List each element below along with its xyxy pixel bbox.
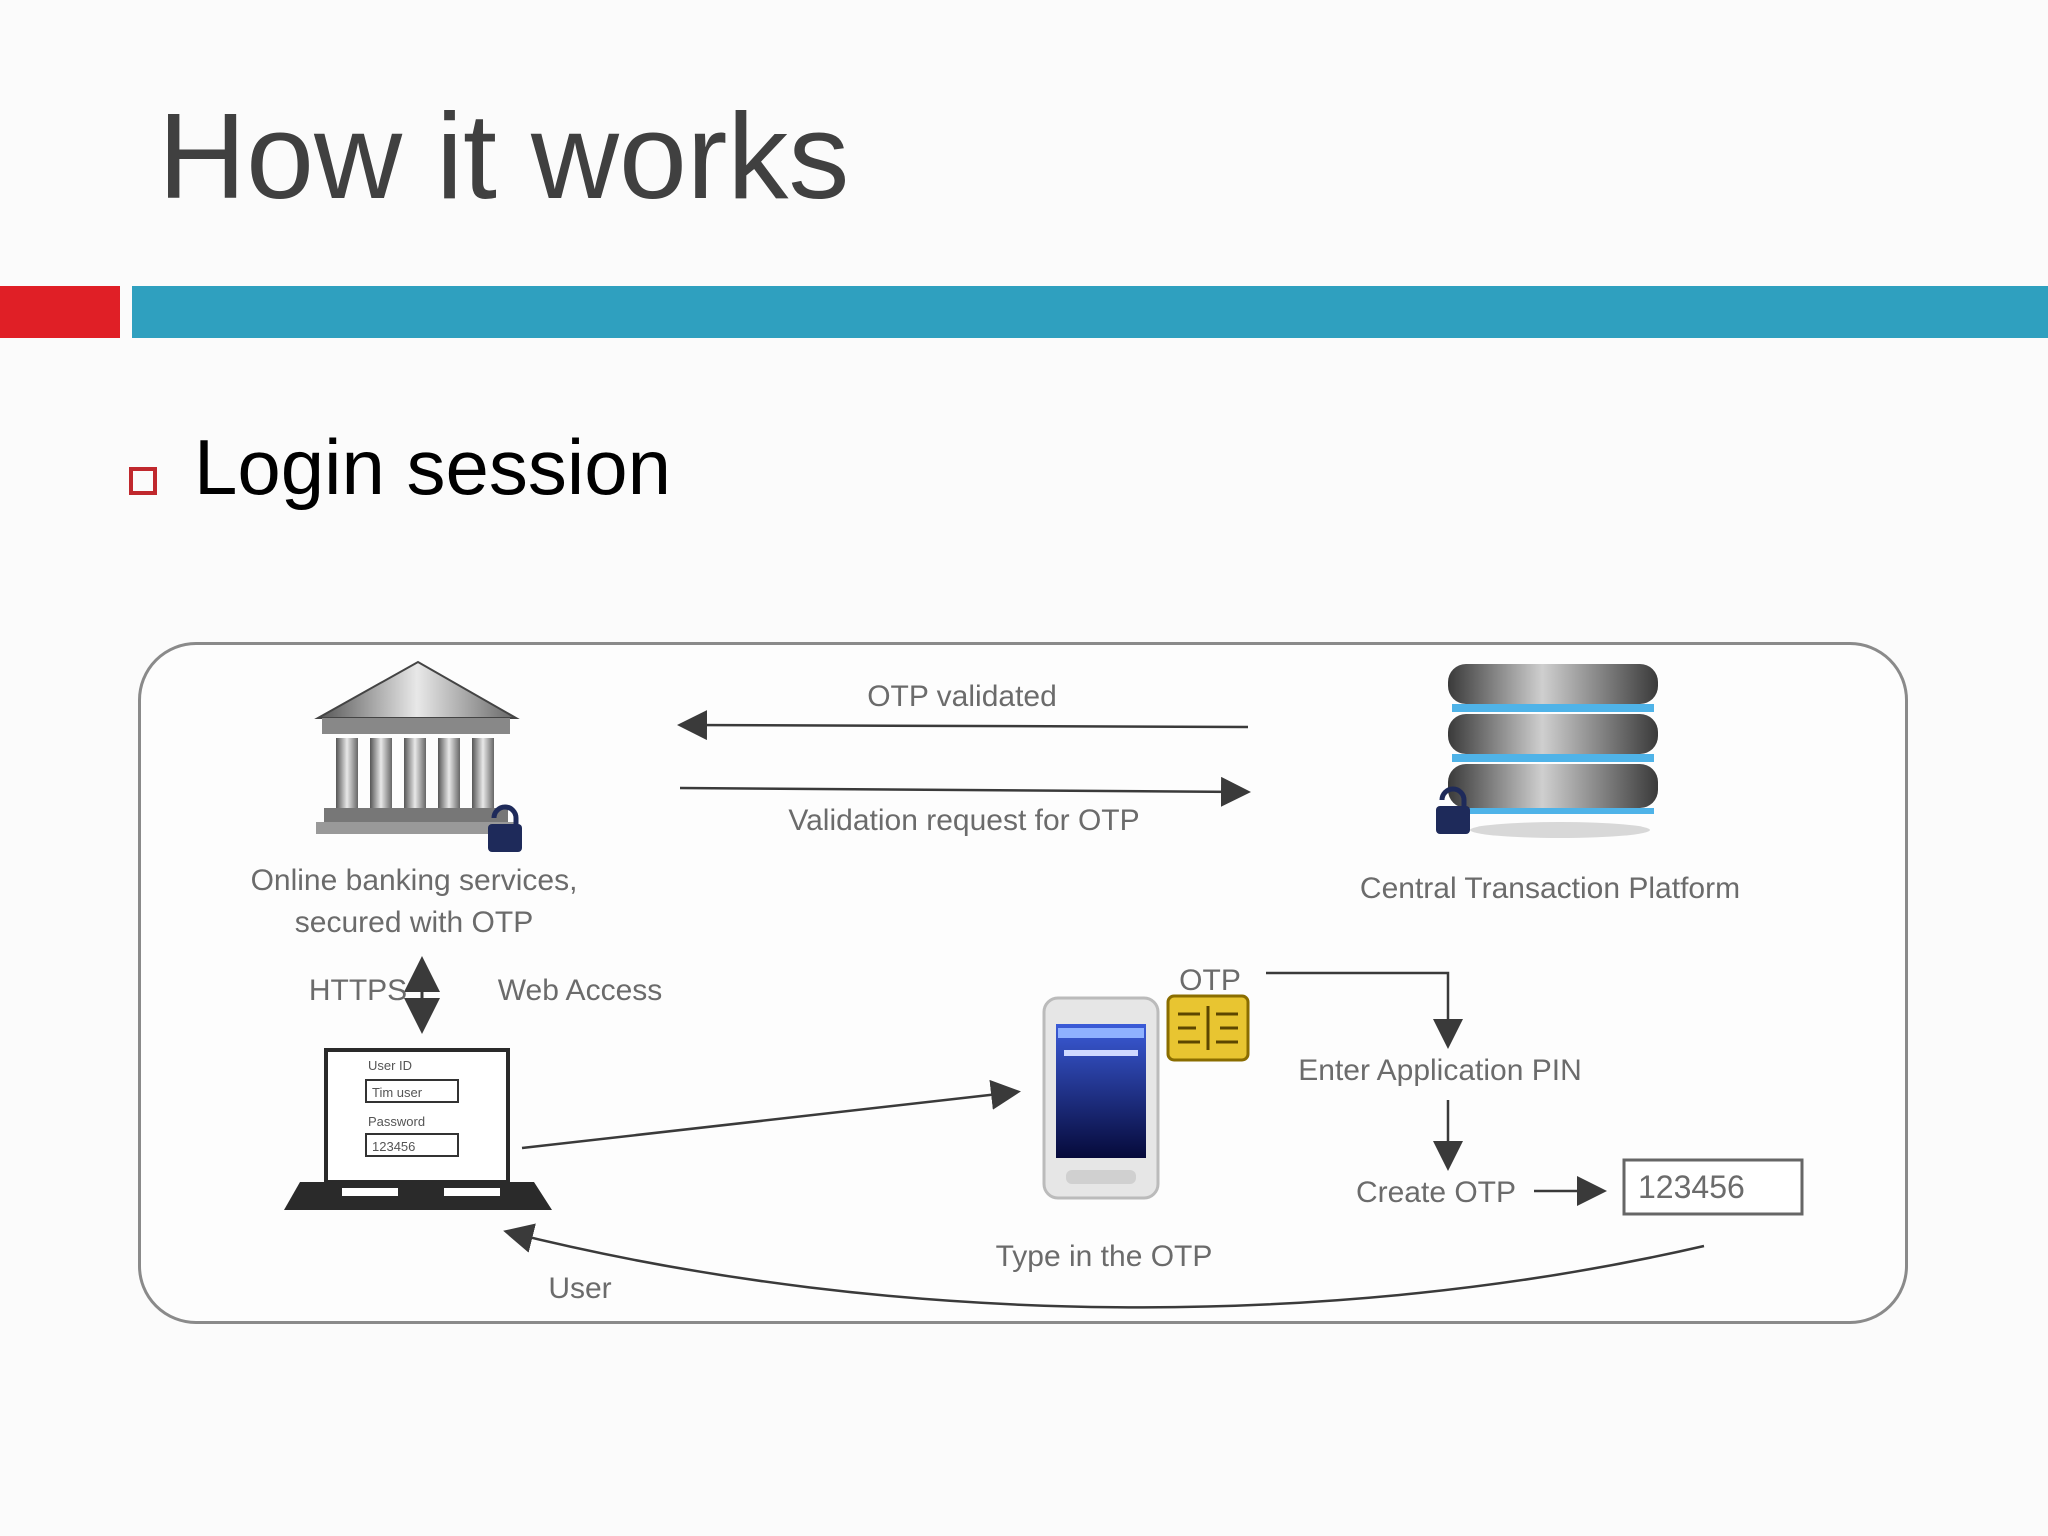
bullet-text: Login session (194, 423, 671, 511)
type-otp-label: Type in the OTP (996, 1240, 1213, 1273)
create-otp-label: Create OTP (1356, 1176, 1516, 1209)
laptop-password-value: 123456 (372, 1139, 415, 1154)
arrow-otp-to-user (503, 1223, 1705, 1309)
otp-validated-label: OTP validated (867, 680, 1057, 713)
platform-label: Central Transaction Platform (1360, 872, 1740, 905)
bank-icon (314, 660, 520, 834)
lock-icon (1436, 786, 1470, 834)
accent-bar-blue (132, 286, 2048, 338)
user-label: User (548, 1272, 611, 1305)
enter-pin-label: Enter Application PIN (1298, 1054, 1582, 1087)
sim-chip-icon (1166, 994, 1250, 1062)
otp-value: 123456 (1638, 1169, 1745, 1205)
slide-title: How it works (158, 88, 850, 224)
otp-chip-label: OTP (1179, 964, 1241, 997)
bullet-square-icon (129, 467, 157, 495)
laptop-password-label: Password (368, 1114, 425, 1129)
validation-request-label: Validation request for OTP (788, 804, 1139, 837)
database-icon (1448, 664, 1658, 838)
laptop-user-id-value: Tim user (372, 1085, 423, 1100)
web-access-label: Web Access (498, 974, 663, 1007)
arrow-validation-request (679, 776, 1251, 807)
laptop-icon (284, 1048, 552, 1210)
accent-bar-red (0, 286, 120, 338)
lock-icon (488, 804, 522, 852)
laptop-user-id-label: User ID (368, 1058, 412, 1073)
phone-icon (1042, 996, 1160, 1200)
arrow-laptop-to-phone (521, 1079, 1021, 1150)
arrow-otp-to-pin (1266, 971, 1463, 1049)
bank-label-line2: secured with OTP (295, 906, 533, 939)
arrow-otp-validated (677, 710, 1249, 741)
bank-label-line1: Online banking services, (251, 864, 578, 897)
otp-value-box (1622, 1158, 1804, 1216)
https-label: HTTPS (309, 974, 407, 1007)
